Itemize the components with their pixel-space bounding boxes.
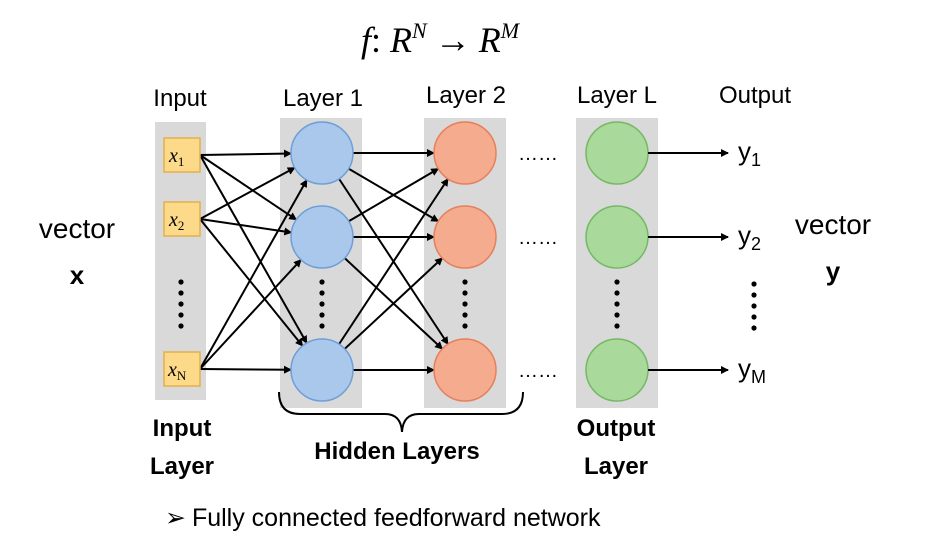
formula-arrow: → bbox=[435, 20, 471, 60]
input-box-1 bbox=[163, 137, 201, 173]
edge-input3-layer1-3 bbox=[199, 365, 293, 374]
layer2-node-1 bbox=[433, 121, 497, 185]
output-layer-label-line2: Layer bbox=[584, 453, 648, 480]
edge-input1-layer1-3 bbox=[199, 154, 308, 344]
connections bbox=[199, 149, 449, 374]
output-vertical-dots bbox=[751, 281, 757, 331]
input-layer-label-line2: Layer bbox=[150, 453, 214, 480]
edge-input1-layer1-2 bbox=[199, 154, 298, 221]
input-layer-label-line1: Input bbox=[153, 415, 212, 442]
ellipsis-row-2: …… bbox=[518, 227, 558, 249]
header-layer1: Layer 1 bbox=[283, 85, 363, 112]
output-layer-label-line1: Output bbox=[577, 415, 656, 442]
edge-input3-layer1-2 bbox=[199, 259, 302, 370]
edge-input1-layer1-1 bbox=[199, 149, 293, 158]
layer2-node-2 bbox=[433, 205, 497, 269]
formula-domain: R bbox=[389, 20, 412, 60]
edge-input3-layer1-1 bbox=[199, 179, 308, 370]
edge-input2-layer1-1 bbox=[199, 166, 296, 220]
layer1-node-1 bbox=[290, 121, 354, 185]
header-output: Output bbox=[719, 82, 791, 109]
edge-layer1-2-layer2-1 bbox=[348, 167, 440, 223]
formula-colon: : bbox=[371, 20, 390, 60]
input-node-n: xN bbox=[163, 351, 201, 387]
layerL-node-1 bbox=[585, 121, 649, 185]
output-label-m: yM bbox=[738, 353, 766, 387]
caption-bullet: ➢ bbox=[165, 504, 186, 532]
caption-text: Fully connected feedforward network bbox=[192, 504, 601, 532]
layer1-node-3 bbox=[290, 338, 354, 402]
layerL-node-2 bbox=[585, 205, 649, 269]
left-vector-word: vector bbox=[39, 213, 115, 244]
left-vector-var: x bbox=[70, 260, 85, 290]
right-vector-word: vector bbox=[795, 209, 871, 240]
header-input: Input bbox=[153, 85, 207, 112]
edge-layer1-3-layer2-2 bbox=[344, 257, 444, 350]
right-vector-var: y bbox=[826, 256, 841, 286]
edge-input2-layer1-3 bbox=[199, 218, 304, 347]
layer1-node-2 bbox=[290, 205, 354, 269]
input-node-2: x2 bbox=[163, 201, 201, 237]
edge-input2-layer1-2 bbox=[199, 218, 293, 236]
output-label-1: y1 bbox=[738, 136, 761, 170]
hidden-layers-label: Hidden Layers bbox=[314, 438, 479, 465]
caption: ➢Fully connected feedforward network bbox=[165, 504, 601, 532]
header-layer2: Layer 2 bbox=[426, 82, 506, 109]
input-box-2 bbox=[163, 201, 201, 237]
formula-domain-exp: N bbox=[411, 18, 428, 43]
hidden-layers-brace bbox=[278, 391, 524, 433]
input-vertical-dots bbox=[178, 279, 184, 329]
layer2-vertical-dots bbox=[462, 279, 468, 329]
layer1-vertical-dots bbox=[319, 279, 325, 329]
input-box-n bbox=[163, 351, 201, 387]
layerL-vertical-dots bbox=[614, 279, 620, 329]
input-label-1: x1 bbox=[168, 145, 184, 169]
layer2-node-3 bbox=[433, 338, 497, 402]
input-label-n: xN bbox=[167, 359, 187, 383]
layerL-node-3 bbox=[585, 338, 649, 402]
header-layerL: Layer L bbox=[577, 82, 657, 109]
formula: f: RN→RM bbox=[361, 18, 521, 60]
formula-codomain-exp: M bbox=[500, 18, 521, 43]
formula-codomain: R bbox=[478, 20, 501, 60]
ellipsis-row-1: …… bbox=[518, 143, 558, 165]
ellipsis-row-3: …… bbox=[518, 360, 558, 382]
input-label-2: x2 bbox=[168, 209, 184, 233]
edge-layer1-3-layer2-1 bbox=[338, 178, 449, 345]
output-label-2: y2 bbox=[738, 220, 761, 254]
input-node-1: x1 bbox=[163, 137, 201, 173]
